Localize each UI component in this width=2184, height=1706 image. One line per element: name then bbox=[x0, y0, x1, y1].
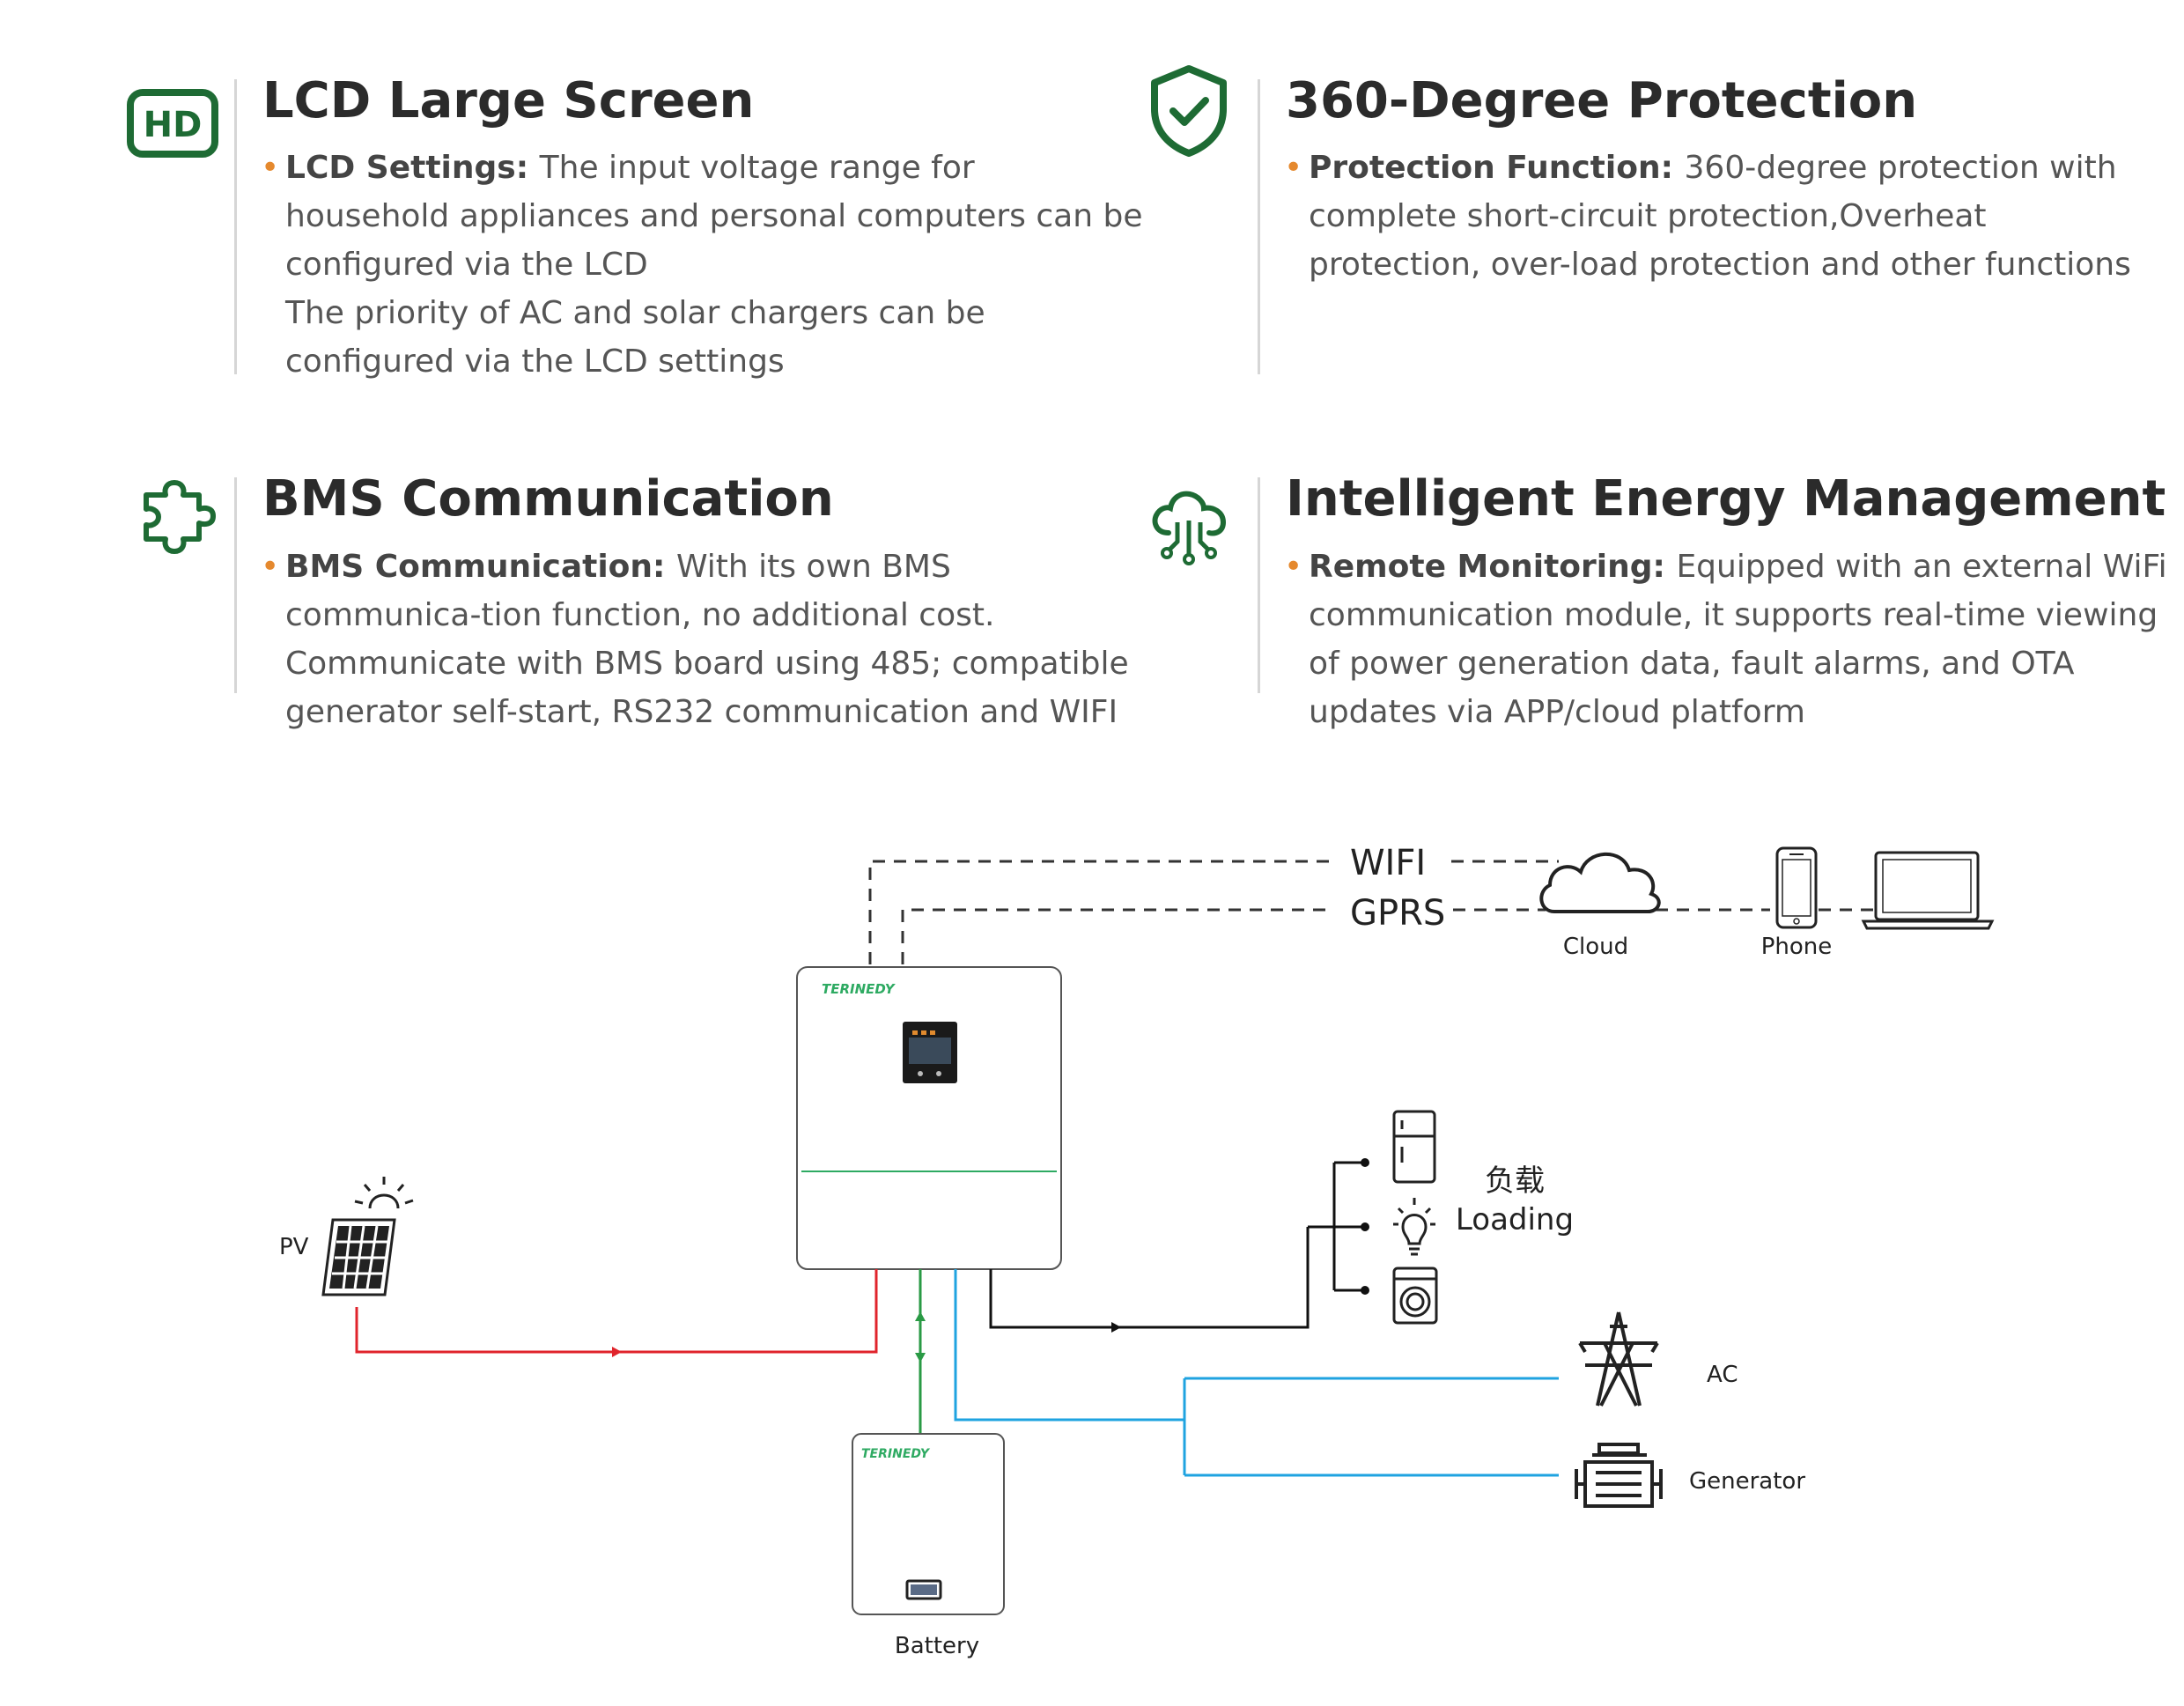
cloud-circuit-icon bbox=[1149, 487, 1228, 570]
inverter-unit bbox=[796, 966, 1062, 1270]
svg-text:HD: HD bbox=[144, 105, 203, 145]
feature-divider bbox=[1258, 477, 1260, 693]
generator-label: Generator bbox=[1689, 1468, 1805, 1495]
light-bulb-icon bbox=[1393, 1198, 1435, 1256]
feature-description: • LCD Settings: The input voltage range … bbox=[261, 150, 1143, 380]
inverter-brand: TERINEDY bbox=[822, 981, 896, 997]
load-label-cn: 负载 bbox=[1485, 1163, 1545, 1199]
feature-title: LCD Large Screen bbox=[262, 72, 755, 129]
battery-label: Battery bbox=[895, 1633, 979, 1659]
feature-description: • Protection Function: 360-degree protec… bbox=[1284, 150, 2131, 283]
feature-label: Remote Monitoring: bbox=[1309, 549, 1677, 585]
solar-panel-icon bbox=[321, 1177, 414, 1296]
battery-brand: TERINEDY bbox=[861, 1447, 931, 1461]
washing-machine-icon bbox=[1392, 1267, 1438, 1325]
load-label-en: Loading bbox=[1456, 1202, 1574, 1237]
pv-label: PV bbox=[279, 1234, 309, 1260]
gprs-label: GPRS bbox=[1350, 893, 1445, 934]
wifi-label: WIFI bbox=[1350, 843, 1426, 883]
wifi-link bbox=[868, 860, 1876, 964]
phone-label: Phone bbox=[1761, 934, 1833, 960]
fridge-icon bbox=[1392, 1110, 1436, 1184]
ac-label: AC bbox=[1707, 1362, 1738, 1388]
phone-icon bbox=[1775, 846, 1818, 929]
power-tower-icon bbox=[1578, 1311, 1659, 1407]
feature-title: 360-Degree Protection bbox=[1286, 72, 1918, 129]
load-line bbox=[989, 1161, 1365, 1329]
feature-label: Protection Function: bbox=[1309, 150, 1685, 186]
feature-divider bbox=[1258, 79, 1260, 374]
feature-divider bbox=[234, 477, 237, 693]
cloud-label: Cloud bbox=[1563, 934, 1628, 960]
puzzle-icon bbox=[139, 479, 222, 558]
feature-label: BMS Communication: bbox=[285, 549, 676, 585]
feature-description: • Remote Monitoring: Equipped with an ex… bbox=[1284, 549, 2167, 730]
cloud-icon bbox=[1539, 852, 1661, 913]
feature-title: Intelligent Energy Management bbox=[1286, 470, 2166, 528]
pv-line bbox=[355, 1269, 878, 1357]
shield-check-icon bbox=[1149, 63, 1228, 162]
feature-divider bbox=[234, 79, 237, 374]
generator-icon bbox=[1575, 1443, 1663, 1508]
ac-generator-line bbox=[954, 1269, 1559, 1477]
hd-icon: HD bbox=[126, 88, 219, 162]
battery-line bbox=[915, 1269, 926, 1434]
battery-unit bbox=[852, 1433, 1005, 1615]
feature-label: LCD Settings: bbox=[285, 150, 540, 186]
feature-description: • BMS Communication: With its own BMS co… bbox=[261, 549, 1129, 730]
feature-title: BMS Communication bbox=[262, 470, 834, 528]
laptop-icon bbox=[1861, 851, 1995, 930]
